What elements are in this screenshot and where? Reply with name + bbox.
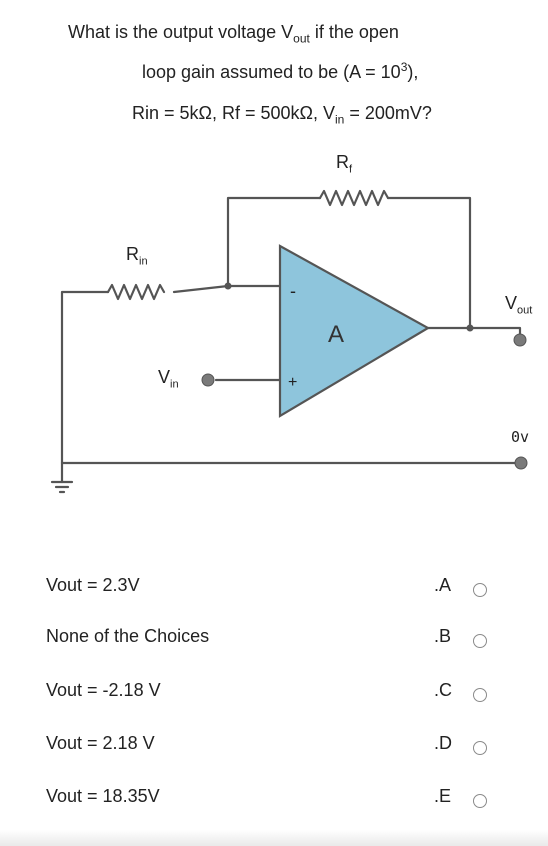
choice-b-radio[interactable] [473, 634, 487, 648]
inverting-sign: - [290, 281, 296, 301]
choice-b-letter: .B [434, 626, 452, 646]
output-wire [426, 326, 522, 339]
choice-a-letter: .A [434, 575, 452, 595]
feedback-wire-left [226, 196, 322, 288]
choice-c-radio[interactable] [473, 688, 487, 702]
choice-d-radio[interactable] [473, 741, 487, 755]
rf-resistor [318, 189, 390, 207]
ov-label: 0v [511, 428, 530, 446]
question-line-1: What is the output voltage Vout if the o… [68, 22, 399, 46]
choice-b-text: None of the Choices [46, 626, 210, 646]
choice-c-letter: .C [434, 680, 452, 700]
choice-e-radio[interactable] [473, 794, 487, 808]
vin-label: Vin [158, 367, 179, 391]
noninverting-sign: + [288, 374, 297, 391]
opamp-circuit: A - + [50, 189, 528, 494]
question-line-3: Rin = 5kΩ, Rf = 500kΩ, Vin = 200mV? [132, 103, 432, 127]
choice-d-letter: .D [434, 733, 452, 753]
rin-label: Rin [126, 244, 148, 268]
ov-terminal [514, 456, 528, 470]
rf-label: Rf [336, 152, 353, 176]
junction-node [224, 282, 232, 290]
opamp-triangle [278, 244, 431, 418]
rin-resistor [106, 283, 166, 301]
ground-rail-left [60, 290, 110, 465]
choice-c-text: Vout = -2.18 V [46, 680, 161, 700]
vout-label: Vout [505, 293, 533, 317]
feedback-wire-right [386, 196, 472, 330]
question-line-2: loop gain assumed to be (A = 103), [142, 60, 419, 82]
choice-e-letter: .E [434, 786, 452, 806]
choice-a-radio[interactable] [473, 583, 487, 597]
vin-terminal [201, 373, 215, 387]
vout-terminal [513, 333, 527, 347]
choice-a-text: Vout = 2.3V [46, 575, 140, 595]
choice-d-text: Vout = 2.18 V [46, 733, 155, 753]
output-node [466, 324, 474, 332]
choice-e-text: Vout = 18.35V [46, 786, 160, 806]
bottom-fade [0, 830, 548, 846]
opamp-gain-label: A [328, 321, 344, 348]
